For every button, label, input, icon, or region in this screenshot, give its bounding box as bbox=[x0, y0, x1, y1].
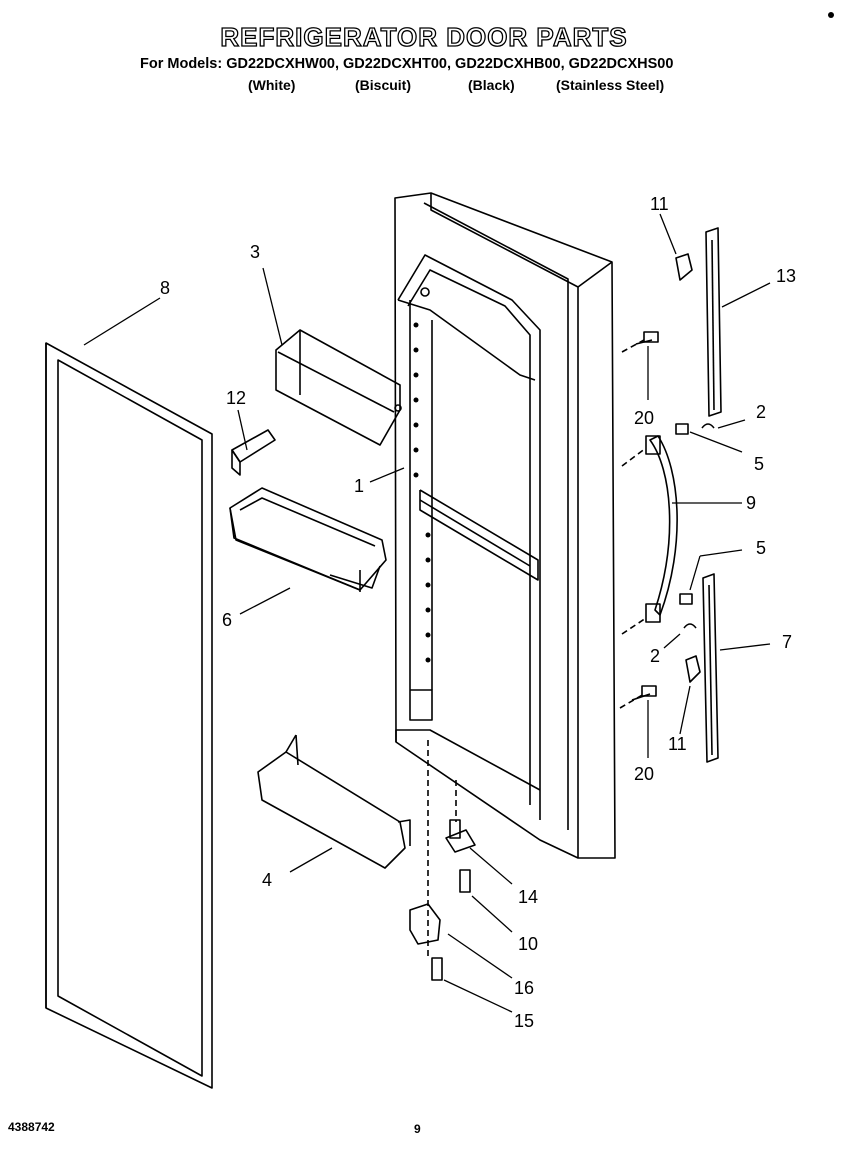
callout-20-top: 20 bbox=[634, 408, 654, 428]
callout-14: 14 bbox=[518, 887, 538, 907]
hinge-screw-part bbox=[459, 869, 471, 893]
color-white: (White) bbox=[248, 77, 296, 93]
callout-13: 13 bbox=[776, 266, 796, 286]
callout-2-bottom: 2 bbox=[650, 646, 660, 666]
callout-12: 12 bbox=[226, 388, 246, 408]
door-holes bbox=[413, 322, 431, 663]
callout-20-bottom: 20 bbox=[634, 764, 654, 784]
callout-6: 6 bbox=[222, 610, 232, 630]
callout-7: 7 bbox=[782, 632, 792, 652]
small-clip-part bbox=[683, 423, 715, 629]
callout-3: 3 bbox=[250, 242, 260, 262]
alignment-lines bbox=[427, 339, 647, 960]
hinge-pin-part bbox=[445, 819, 476, 853]
color-biscuit: (Biscuit) bbox=[355, 77, 411, 93]
clip-part bbox=[231, 429, 276, 476]
models-line: For Models: GD22DCXHW00, GD22DCXHT00, GD… bbox=[140, 56, 674, 72]
bottom-screw-part bbox=[431, 957, 443, 981]
callout-10: 10 bbox=[518, 934, 538, 954]
lower-bin-part bbox=[257, 734, 411, 869]
handle-screw-part bbox=[675, 423, 693, 605]
dairy-door-part bbox=[275, 329, 402, 446]
color-black: (Black) bbox=[468, 77, 515, 93]
color-stainless: (Stainless Steel) bbox=[556, 77, 665, 93]
handle-clip-part bbox=[675, 253, 701, 683]
callout-11-bottom: 11 bbox=[668, 734, 687, 754]
callout-11-top: 11 bbox=[650, 194, 669, 214]
callout-8: 8 bbox=[160, 278, 170, 298]
screw-part bbox=[631, 331, 659, 701]
callout-labels: 8 3 12 1 6 4 11 13 20 2 5 9 5 7 2 11 20 … bbox=[160, 194, 796, 1031]
hinge-bracket-part bbox=[409, 903, 441, 945]
corner-mark bbox=[828, 12, 834, 18]
callout-1: 1 bbox=[354, 476, 364, 496]
door-gasket-part bbox=[45, 342, 213, 1089]
lower-trim-part bbox=[702, 573, 719, 763]
callout-5-top: 5 bbox=[754, 454, 764, 474]
callout-2-top: 2 bbox=[756, 402, 766, 422]
page-number: 9 bbox=[414, 1122, 421, 1136]
callout-5-bottom: 5 bbox=[756, 538, 766, 558]
door-bin-part bbox=[229, 487, 387, 592]
callout-16: 16 bbox=[514, 978, 534, 998]
door-handle-part bbox=[645, 435, 678, 623]
callout-15: 15 bbox=[514, 1011, 534, 1031]
upper-trim-part bbox=[705, 227, 722, 417]
callout-9: 9 bbox=[746, 493, 756, 513]
model-colors: (White) (Biscuit) (Black) (Stainless Ste… bbox=[0, 77, 848, 95]
callout-4: 4 bbox=[262, 870, 272, 890]
document-number: 4388742 bbox=[8, 1120, 55, 1134]
page-title: REFRIGERATOR DOOR PARTS bbox=[220, 21, 628, 52]
leader-lines bbox=[83, 213, 771, 1013]
door-panel-part bbox=[394, 192, 616, 859]
